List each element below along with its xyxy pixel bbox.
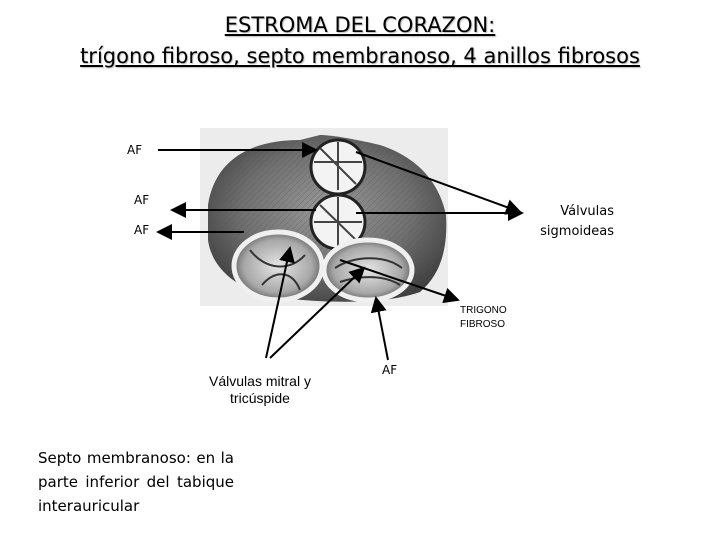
label-af-top: AF [127, 143, 143, 157]
label-af-bottom: AF [382, 363, 398, 377]
arrow-valvulas-sigmoideas-upper [355, 151, 522, 215]
title-line-1: ESTROMA DEL CORAZON: [224, 13, 496, 37]
heart-cross-section-image [200, 128, 448, 306]
label-af-lower: AF [134, 223, 150, 237]
arrow-mitral-tricuspid-left [265, 246, 295, 359]
label-valvulas-sigmoideas-line2: sigmoideas [540, 224, 614, 239]
label-valvulas-mitral-tricuspide: Válvulas mitral y tricúspide [190, 373, 330, 407]
label-mitral-line2: tricúspide [230, 390, 290, 406]
note-bold-term: Septo membranoso [38, 449, 186, 467]
label-valvulas-sigmoideas: Válvulas sigmoideas [500, 202, 614, 242]
label-trigono-line2: FIBROSO [460, 319, 506, 330]
arrow-af-bottom [370, 296, 389, 361]
note-text: : en la parte inferior del tabique inter… [38, 449, 234, 515]
septo-membranoso-note: Septo membranoso: en la parte inferior d… [38, 446, 234, 518]
label-valvulas-sigmoideas-line1: Válvulas [560, 204, 614, 219]
title-line-2: trígono fibroso, septo membranoso, 4 ani… [80, 44, 640, 68]
arrow-mitral-tricuspid-right [269, 266, 366, 359]
label-trigono-line1: TRIGONO [460, 305, 507, 316]
label-af-middle: AF [134, 193, 150, 207]
label-trigono-fibroso: TRIGONO FIBROSO [460, 304, 507, 332]
label-mitral-line1: Válvulas mitral y [209, 373, 311, 389]
annotation-arrows [156, 142, 524, 361]
